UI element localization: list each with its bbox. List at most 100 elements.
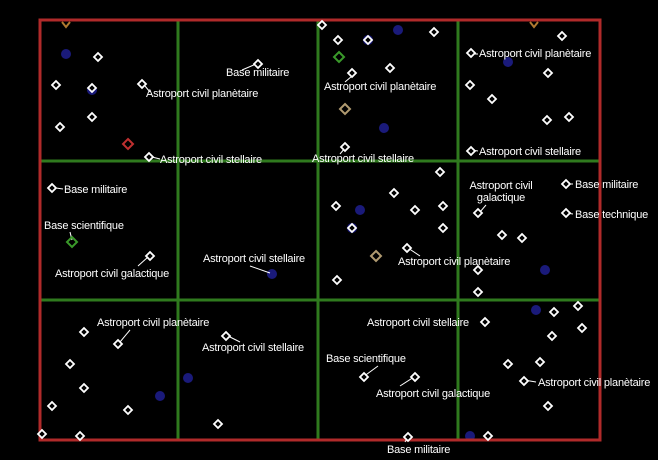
diamond-star-icon[interactable] (332, 34, 344, 46)
label-astroport-planetaire: Astroport civil planètaire (479, 48, 592, 60)
label-base-militaire: Base militaire (387, 444, 451, 456)
blue-nebula-icon (393, 25, 403, 35)
diamond-star-icon[interactable] (54, 121, 66, 133)
label-astroport-galactique: Astroport civil galactique (469, 180, 533, 204)
diamond-star-icon[interactable] (542, 400, 554, 412)
green-diamond-marker[interactable] (332, 50, 346, 64)
blue-nebula-icon (155, 391, 165, 401)
diamond-star-icon[interactable] (428, 26, 440, 38)
diamond-star-icon[interactable] (401, 242, 413, 254)
diamond-star-icon[interactable] (465, 145, 477, 157)
diamond-star-icon[interactable] (86, 82, 98, 94)
diamond-star-icon[interactable] (472, 264, 484, 276)
label-astroport-planetaire: Astroport civil planètaire (398, 256, 511, 268)
diamond-star-icon[interactable] (92, 51, 104, 63)
diamond-star-icon[interactable] (112, 338, 124, 350)
diamond-star-icon[interactable] (482, 430, 494, 442)
diamond-star-icon[interactable] (86, 111, 98, 123)
diamond-star-icon[interactable] (50, 79, 62, 91)
diamond-star-icon[interactable] (556, 30, 568, 42)
label-astroport-planetaire: Astroport civil planètaire (538, 377, 651, 389)
diamond-star-icon[interactable] (36, 428, 48, 440)
diamond-star-icon[interactable] (330, 200, 342, 212)
orange-marker (529, 21, 539, 29)
label-astroport-planetaire: Astroport civil planètaire (146, 88, 259, 100)
diamond-star-icon[interactable] (212, 418, 224, 430)
diamond-star-icon[interactable] (384, 62, 396, 74)
diamond-star-icon[interactable] (362, 34, 374, 46)
blue-nebula-icon (379, 123, 389, 133)
blue-nebula-icon (503, 57, 513, 67)
label-base-militaire: Base militaire (226, 67, 290, 79)
label-astroport-stellaire: Astroport civil stellaire (312, 153, 414, 165)
diamond-star-icon[interactable] (402, 431, 414, 443)
diamond-star-icon[interactable] (388, 187, 400, 199)
diamond-star-icon[interactable] (78, 326, 90, 338)
diamond-star-icon[interactable] (346, 222, 358, 234)
diamond-star-icon[interactable] (518, 375, 530, 387)
blue-nebula-icon (61, 49, 71, 59)
diamond-star-icon[interactable] (46, 182, 58, 194)
green-diamond-marker[interactable] (65, 235, 79, 249)
diamond-star-icon[interactable] (143, 151, 155, 163)
label-astroport-galactique: Astroport civil galactique (55, 268, 170, 280)
diamond-star-icon[interactable] (472, 286, 484, 298)
label-base-technique: Base technique (575, 209, 649, 221)
tan-diamond-marker[interactable] (369, 249, 383, 263)
diamond-star-icon[interactable] (346, 67, 358, 79)
leader-line (241, 63, 257, 71)
diamond-star-icon[interactable] (409, 371, 421, 383)
diamond-star-icon[interactable] (546, 330, 558, 342)
diamond-star-icon[interactable] (572, 300, 584, 312)
diamond-star-icon[interactable] (46, 400, 58, 412)
diamond-star-icon[interactable] (78, 382, 90, 394)
label-astroport-planetaire: Astroport civil planètaire (97, 317, 210, 329)
leader-line (249, 265, 271, 274)
diamond-star-icon[interactable] (534, 356, 546, 368)
diamond-star-icon[interactable] (496, 229, 508, 241)
diamond-star-icon[interactable] (64, 358, 76, 370)
diamond-star-icon[interactable] (434, 166, 446, 178)
label-base-scientifique: Base scientifique (326, 353, 406, 365)
diamond-star-icon[interactable] (437, 200, 449, 212)
diamond-star-icon[interactable] (560, 207, 572, 219)
diamond-star-icon[interactable] (563, 111, 575, 123)
diamond-star-icon[interactable] (486, 93, 498, 105)
diamond-star-icon[interactable] (541, 114, 553, 126)
diamond-star-icon[interactable] (339, 141, 351, 153)
diamond-star-icon[interactable] (74, 430, 86, 442)
label-base-militaire: Base militaire (575, 179, 639, 191)
diamond-star-icon[interactable] (316, 19, 328, 31)
diamond-star-icon[interactable] (542, 67, 554, 79)
diamond-star-icon[interactable] (465, 47, 477, 59)
diamond-star-icon[interactable] (548, 306, 560, 318)
label-astroport-stellaire: Astroport civil stellaire (479, 146, 581, 158)
blue-nebula-icon (531, 305, 541, 315)
diamond-star-icon[interactable] (576, 322, 588, 334)
diamond-star-icon[interactable] (358, 371, 370, 383)
diamond-star-icon[interactable] (479, 316, 491, 328)
leader-line (144, 85, 151, 93)
label-astroport-stellaire: Astroport civil stellaire (203, 253, 305, 265)
diamond-star-icon[interactable] (464, 79, 476, 91)
label-astroport-planetaire: Astroport civil planètaire (324, 81, 437, 93)
diamond-star-icon[interactable] (331, 274, 343, 286)
tan-diamond-marker[interactable] (338, 102, 352, 116)
diamond-star-icon[interactable] (220, 330, 232, 342)
diamond-star-icon[interactable] (136, 78, 148, 90)
diamond-star-icon[interactable] (122, 404, 134, 416)
diamond-star-icon[interactable] (437, 222, 449, 234)
diamond-star-icon[interactable] (409, 204, 421, 216)
diamond-star-icon[interactable] (502, 358, 514, 370)
diamond-star-icon[interactable] (252, 58, 264, 70)
diamond-star-icon[interactable] (560, 178, 572, 190)
blue-nebula-icon (267, 269, 277, 279)
special-markers (61, 21, 539, 263)
red-diamond-marker[interactable] (121, 137, 135, 151)
diamond-star-icon[interactable] (472, 207, 484, 219)
leader-line (119, 329, 131, 343)
diamond-star-icon[interactable] (144, 250, 156, 262)
map-border (38, 18, 602, 442)
diamond-star-icon[interactable] (516, 232, 528, 244)
